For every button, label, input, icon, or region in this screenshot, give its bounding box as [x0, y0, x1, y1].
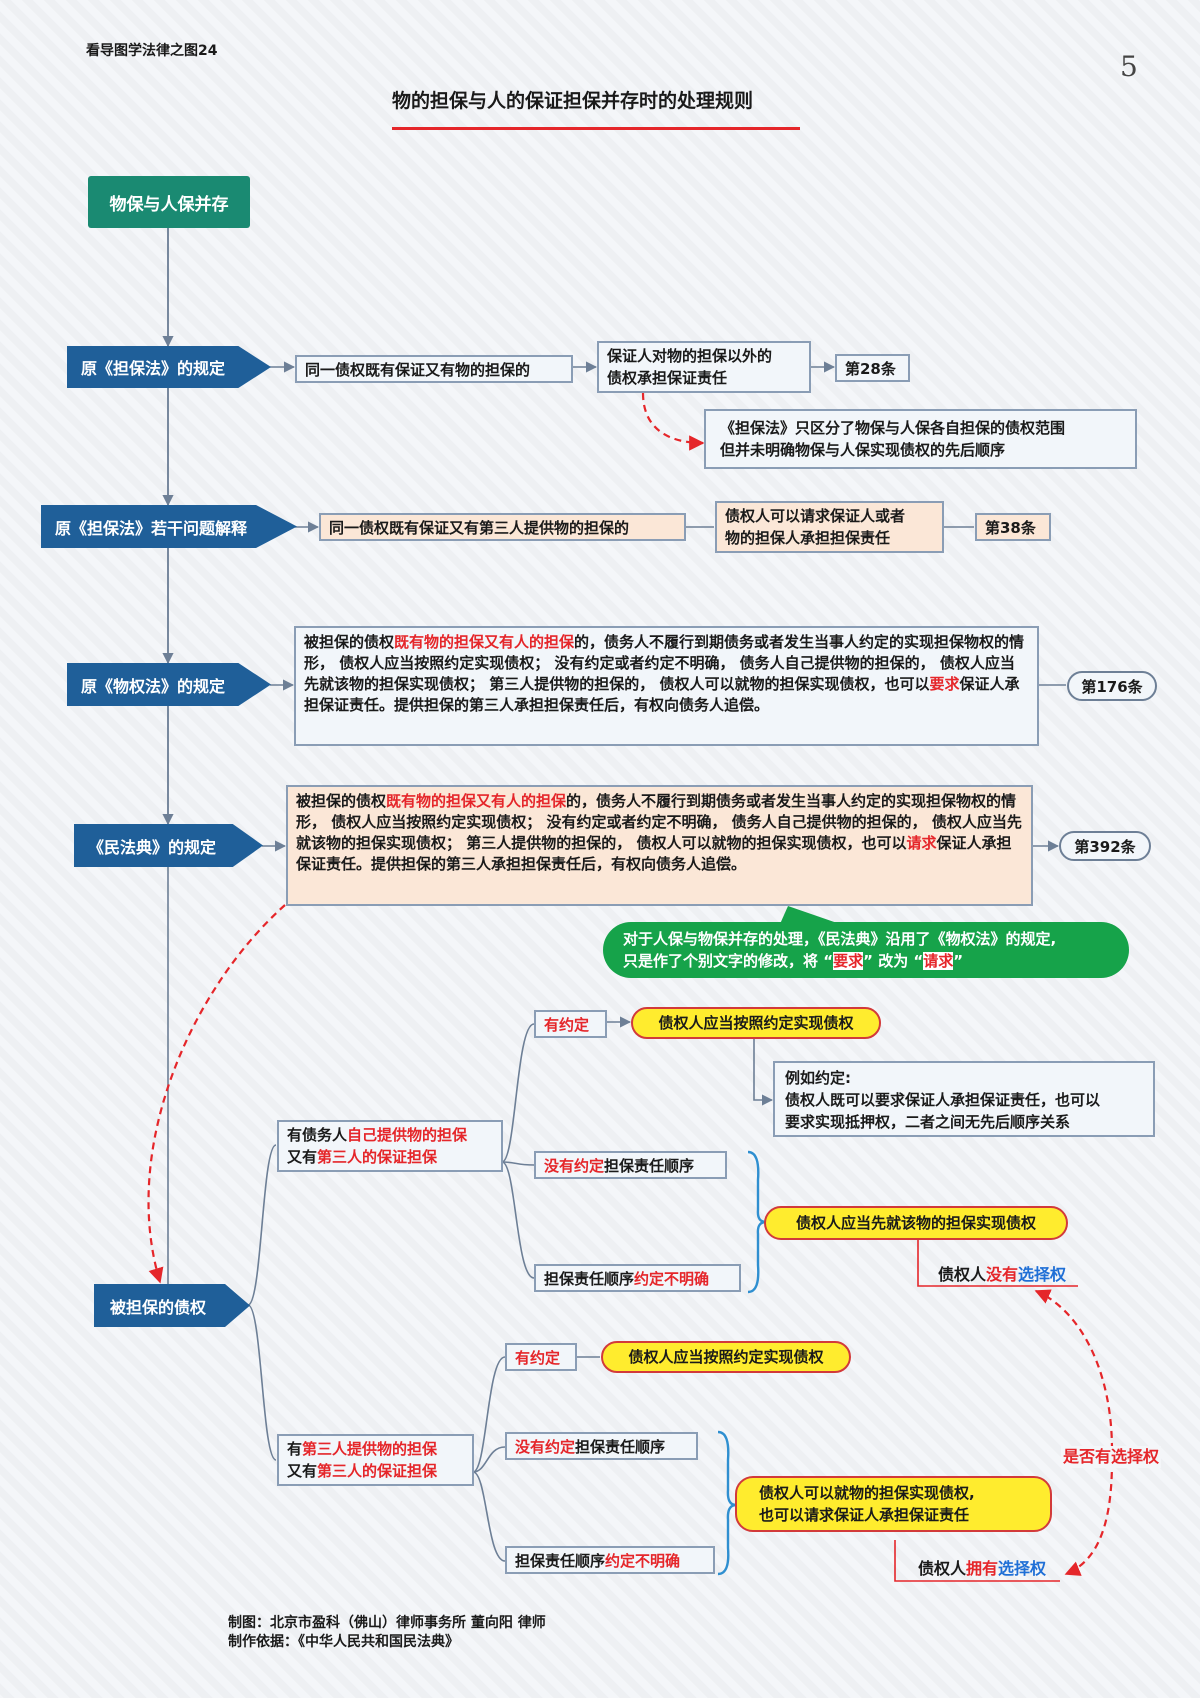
text-highlight: 第三人的保证担保: [317, 1462, 438, 1480]
text-part: 担保责任顺序: [515, 1552, 606, 1570]
footer-line1: 制图：北京市盈科（佛山）律师事务所 董向阳 律师: [228, 1615, 546, 1631]
text-choice: 选择权: [1018, 1265, 1067, 1284]
result-box-2-line2: 物的担保人承担担保责任: [725, 529, 891, 547]
text-part: 保证人承担保证责任。提供担保的第三人承担担保责任后，有权向债务人追偿。: [296, 834, 1012, 873]
text-part: 被担保的债权: [304, 633, 395, 651]
text-highlight: 第三人的保证担保: [317, 1148, 438, 1166]
branch2-choice: 债权人拥有选择权: [918, 1558, 1046, 1580]
text-highlight: 既有物的担保又有人的担保: [394, 633, 575, 651]
text-keyword-request: 请求: [906, 834, 937, 852]
branch2-result: 债权人可以就物的担保实现债权, 也可以请求保证人承担保证责任: [735, 1476, 1052, 1532]
page-number: 5: [1120, 50, 1138, 83]
banner-interpretation: 原《担保法》若干问题解释: [41, 505, 297, 548]
note-line1: 《担保法》只区分了物保与人保各自担保的债权范围: [720, 419, 1066, 437]
text-highlight: 约定不明确: [634, 1270, 710, 1288]
tree-root-secured-claim: 被担保的债权: [94, 1284, 250, 1327]
text-part: 只是作了个别文字的修改，将 “: [623, 952, 834, 970]
page-title: 物的担保与人的保证担保并存时的处理规则: [392, 90, 754, 112]
text-part: ” 改为 “: [863, 952, 924, 970]
text-part: 的，债务人不履行到期债务或者发生当事人约定的实现担保物权的情形， 债权人应当按照…: [296, 792, 1022, 852]
example-line1: 债权人既可以要求保证人承担保证责任，也可以: [785, 1091, 1101, 1109]
text-part: 的，债务人不履行到期债务或者发生当事人约定的实现担保物权的情形， 债权人应当按照…: [304, 633, 1025, 693]
result-box-1: 保证人对物的担保以外的 债权承担保证责任: [597, 341, 811, 393]
text-part: 又有: [287, 1148, 318, 1166]
article-38: 第38条: [975, 513, 1051, 541]
footer-line2: 制作依据：《中华人民共和国民法典》: [228, 1634, 459, 1650]
banner-guarantee-law: 原《担保法》的规定: [67, 346, 271, 388]
note-box-guarantee-law: 《担保法》只区分了物保与人保各自担保的债权范围 但并未明确物保与人保实现债权的先…: [704, 409, 1137, 469]
branch2-unclear: 担保责任顺序约定不明确: [505, 1546, 715, 1574]
text-have: 拥有: [966, 1559, 999, 1578]
green-note-line1: 对于人保与物保并存的处理，《民法典》沿用了《物权法》的规定,: [623, 930, 1057, 948]
civil-code-note: 对于人保与物保并存的处理，《民法典》沿用了《物权法》的规定, 只是作了个别文字的…: [603, 922, 1129, 978]
condition-box-2: 同一债权既有保证又有第三人提供物的担保的: [319, 513, 686, 541]
text-part: 担保责任顺序: [544, 1270, 635, 1288]
footer-credit: 制图：北京市盈科（佛山）律师事务所 董向阳 律师 制作依据：《中华人民共和国民法…: [228, 1614, 546, 1652]
result-box-2: 债权人可以请求保证人或者 物的担保人承担担保责任: [715, 501, 944, 553]
text-part: 担保责任顺序: [604, 1157, 695, 1175]
text-highlight: 自己提供物的担保: [347, 1126, 468, 1144]
word-request: 请求: [923, 952, 954, 970]
example-title: 例如约定:: [785, 1069, 851, 1087]
condition-box-1: 同一债权既有保证又有物的担保的: [295, 355, 573, 383]
text-highlight: 约定不明确: [605, 1552, 681, 1570]
text-choice: 选择权: [998, 1559, 1047, 1578]
text-highlight: 第三人提供物的担保: [302, 1440, 438, 1458]
civil-code-text: 被担保的债权既有物的担保又有人的担保的，债务人不履行到期债务或者发生当事人约定的…: [286, 785, 1033, 906]
branch1-unclear: 担保责任顺序约定不明确: [534, 1264, 741, 1292]
branch2-line1: 有第三人提供物的担保: [287, 1438, 464, 1460]
branch1-line1: 有债务人自己提供物的担保: [287, 1124, 493, 1146]
text-part: 债权人: [938, 1265, 987, 1284]
article-392: 第392条: [1059, 831, 1151, 861]
branch2-agreed-result: 债权人应当按照约定实现债权: [601, 1341, 851, 1373]
text-part: 又有: [287, 1462, 318, 1480]
branch2-agreed: 有约定: [505, 1343, 577, 1371]
root-node: 物保与人保并存: [88, 176, 250, 228]
text-part: 有: [287, 1440, 303, 1458]
branch1-no-agreement: 没有约定担保责任顺序: [534, 1151, 727, 1179]
text-part: 保证人承担保证责任。提供担保的第三人承担担保责任后，有权向债务人追偿。: [304, 675, 1020, 714]
note-line2: 但并未明确物保与人保实现债权的先后顺序: [720, 441, 1006, 459]
text-part: 债权人: [918, 1559, 967, 1578]
branch2-result-line1: 债权人可以就物的担保实现债权,: [759, 1484, 975, 1502]
title-underline: [392, 127, 800, 130]
word-require: 要求: [833, 952, 864, 970]
branch1-line2: 又有第三人的保证担保: [287, 1146, 493, 1168]
branch1-result: 债权人应当先就该物的担保实现债权: [764, 1206, 1068, 1240]
text-keyword-require: 要求: [929, 675, 960, 693]
branch1-agreed: 有约定: [534, 1010, 607, 1038]
banner-civil-code: 《民法典》的规定: [74, 824, 263, 867]
choice-question-label: 是否有选择权: [1061, 1446, 1162, 1468]
branch1-choice: 债权人没有选择权: [938, 1264, 1066, 1286]
branch1-node: 有债务人自己提供物的担保 又有第三人的保证担保: [277, 1120, 503, 1172]
result-box-1-line1: 保证人对物的担保以外的: [607, 347, 773, 365]
property-law-text: 被担保的债权既有物的担保又有人的担保的，债务人不履行到期债务或者发生当事人约定的…: [294, 626, 1039, 746]
green-note-line2: 只是作了个别文字的修改，将 “要求” 改为 “请求”: [623, 950, 1109, 972]
branch1-agreed-result: 债权人应当按照约定实现债权: [631, 1007, 881, 1039]
text-no: 没有: [986, 1265, 1019, 1284]
branch2-no-agreement: 没有约定担保责任顺序: [505, 1432, 698, 1460]
article-176: 第176条: [1067, 671, 1157, 701]
article-28: 第28条: [835, 354, 910, 382]
branch2-result-line2: 也可以请求保证人承担保证责任: [759, 1506, 970, 1524]
text-part: 担保责任顺序: [575, 1438, 666, 1456]
text-highlight: 没有约定: [515, 1438, 576, 1456]
branch2-line2: 又有第三人的保证担保: [287, 1460, 464, 1482]
banner-property-law: 原《物权法》的规定: [67, 663, 271, 706]
text-highlight: 既有物的担保又有人的担保: [386, 792, 567, 810]
series-label: 看导图学法律之图24: [86, 43, 218, 59]
text-highlight: 没有约定: [544, 1157, 605, 1175]
branch2-node: 有第三人提供物的担保 又有第三人的保证担保: [277, 1434, 474, 1486]
result-box-1-line2: 债权承担保证责任: [607, 369, 728, 387]
example-line2: 要求实现抵押权，二者之间无先后顺序关系: [785, 1113, 1071, 1131]
result-box-2-line1: 债权人可以请求保证人或者: [725, 507, 906, 525]
text-part: 有债务人: [287, 1126, 348, 1144]
text-part: 被担保的债权: [296, 792, 387, 810]
text-part: ”: [953, 952, 964, 970]
branch1-example-box: 例如约定: 债权人既可以要求保证人承担保证责任，也可以 要求实现抵押权，二者之间…: [773, 1061, 1155, 1137]
